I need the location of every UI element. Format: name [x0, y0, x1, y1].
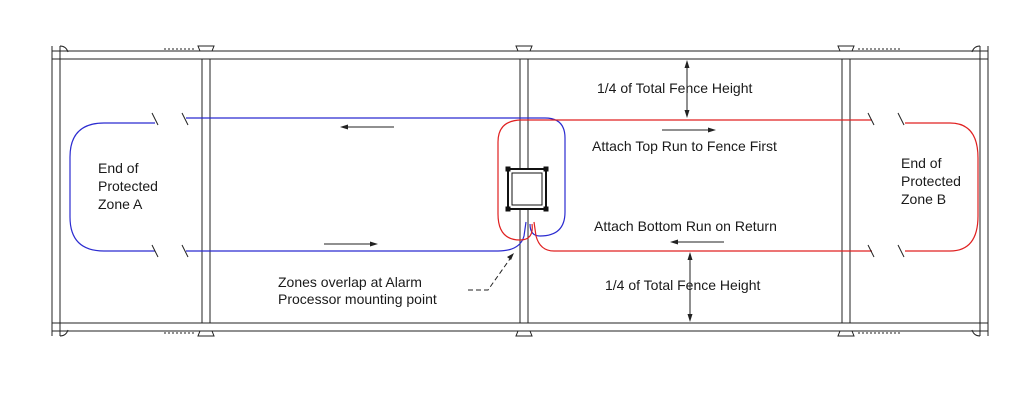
left-post-cap-bottom [59, 329, 69, 337]
attach-bottom-label: Attach Bottom Run on Return [594, 218, 777, 234]
zone-a-cable [69, 117, 566, 252]
dimension-arrows [684, 60, 693, 322]
top-dimension-head-up [684, 60, 690, 68]
zone-b-label-line-2: Protected [901, 173, 961, 189]
attach-top-label: Attach Top Run to Fence First [592, 138, 777, 154]
mount-tab-bl [505, 206, 511, 212]
fence-structure [51, 45, 989, 337]
post-1-clamps [197, 45, 215, 337]
zone-a-bottom-run [186, 221, 527, 252]
alarm-processor [505, 166, 549, 212]
break-ticks [151, 112, 905, 258]
arrowhead-zone-b-bottom [670, 239, 678, 245]
right-post-cap-top [971, 45, 981, 53]
zone-b-label-line-3: Zone B [901, 191, 946, 207]
arrowhead-zone-b-top [708, 127, 716, 133]
right-post-cap-bottom [971, 329, 981, 337]
mount-tab-tr [543, 166, 549, 172]
bottom-dimension-head-up [687, 252, 693, 260]
overlap-note-line-2: Processor mounting point [278, 291, 437, 307]
zone-a-top-run [186, 117, 566, 237]
direction-arrows [324, 124, 724, 247]
top-dimension-head-down [684, 110, 690, 118]
right-end-post [979, 46, 989, 336]
post-1 [201, 59, 211, 323]
arrowhead-zone-a-top [340, 124, 348, 130]
overlap-leader-head [507, 253, 514, 260]
post-3-clamps [837, 45, 855, 337]
zone-a-label-line-3: Zone A [98, 196, 143, 212]
overlap-leader-line [468, 255, 513, 291]
overlap-note-line-1: Zones overlap at Alarm [278, 274, 422, 290]
bottom-dimension-head-down [687, 314, 693, 322]
left-end-post [51, 46, 61, 336]
zone-b-top-run [497, 119, 872, 241]
zone-b-bottom-run [533, 221, 872, 252]
top-height-label: 1/4 of Total Fence Height [597, 80, 753, 96]
right-break-ticks [867, 112, 905, 258]
post-2-clamps [515, 45, 533, 337]
zone-a-label-line-1: End of [98, 160, 139, 176]
zone-b-label-line-1: End of [901, 155, 942, 171]
zone-b-end-loop [905, 122, 979, 252]
left-post-cap-top [59, 45, 69, 53]
mount-tab-tl [505, 166, 511, 172]
bottom-height-label: 1/4 of Total Fence Height [605, 277, 761, 293]
zone-a-label-line-2: Protected [98, 178, 158, 194]
post-3 [841, 59, 851, 323]
arrowhead-zone-a-bottom [370, 241, 378, 247]
left-break-ticks [151, 112, 189, 258]
mount-tab-br [543, 206, 549, 212]
alarm-processor-box [507, 168, 547, 210]
zone-b-cable [497, 119, 979, 252]
alarm-processor-lid [511, 172, 543, 206]
zone-a-end-loop [69, 122, 155, 252]
